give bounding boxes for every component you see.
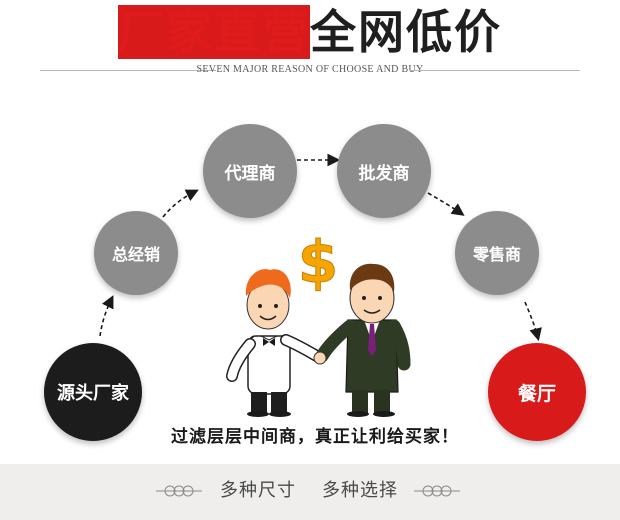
slogan-text: 过滤层层中间商，真正让利给买家！ xyxy=(171,427,459,447)
node-agent: 代理商 xyxy=(203,124,297,218)
footer-text-choices: 多种选择 xyxy=(322,480,398,501)
arrow-wholesaler-to-retailer xyxy=(427,192,465,216)
title-red-part: 厂家直营 xyxy=(118,5,310,59)
right-businessman-icon xyxy=(315,263,411,417)
arrow-source-to-distributor xyxy=(99,295,114,337)
subtitle-divider-right xyxy=(410,70,580,71)
footer-bar: 多种尺寸 多种选择 xyxy=(0,464,620,520)
left-businessman-icon xyxy=(226,269,326,417)
node-distributor: 总经销 xyxy=(94,211,178,295)
page-title: 厂家直营全网低价 xyxy=(0,4,620,60)
footer-text-sizes: 多种尺寸 xyxy=(220,480,296,501)
title-dark-part: 全网低价 xyxy=(310,5,502,59)
node-wholesaler: 批发商 xyxy=(337,124,431,218)
arrow-distributor-to-agent xyxy=(162,189,199,218)
handshake-icon xyxy=(313,351,327,365)
node-retailer: 零售商 xyxy=(455,211,539,295)
node-restaurant: 餐厅 xyxy=(488,343,586,441)
dollar-icon: $ xyxy=(298,228,338,296)
node-source-factory: 源头厂家 xyxy=(44,343,142,441)
arrow-retailer-to-restaurant xyxy=(524,301,542,342)
subtitle-row: SEVEN MAJOR REASON OF CHOOSE AND BUY xyxy=(40,62,580,78)
subtitle-divider-left xyxy=(40,70,216,71)
subtitle: SEVEN MAJOR REASON OF CHOOSE AND BUY xyxy=(196,64,424,75)
ornament-right-icon xyxy=(414,485,460,497)
ornament-left-icon xyxy=(156,485,202,497)
